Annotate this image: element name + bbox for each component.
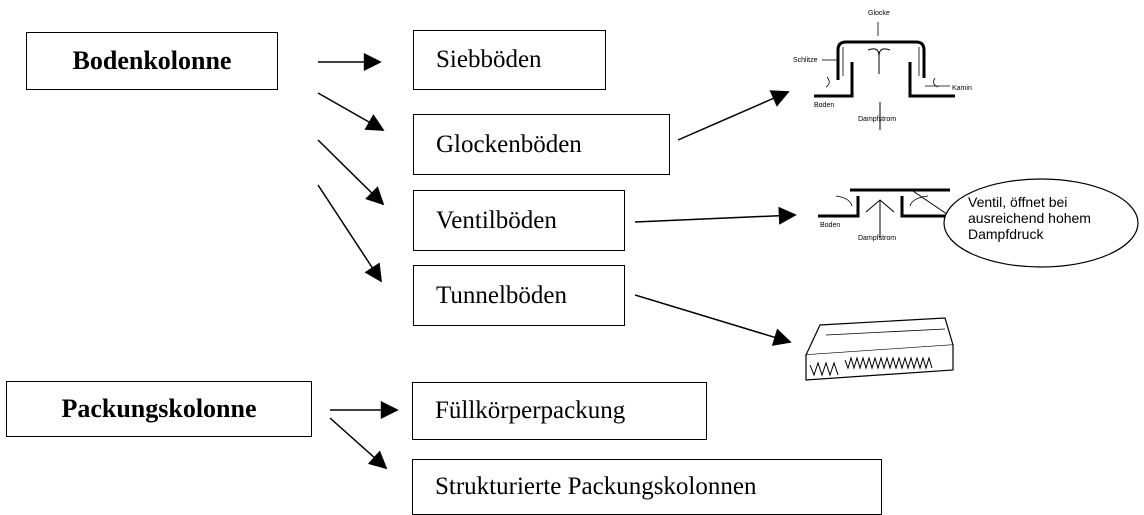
callout-text: Ventil, öffnet bei ausreichend hohem Dam… bbox=[968, 194, 1091, 242]
bodenkolonne-label: Bodenkolonne bbox=[72, 46, 232, 75]
arrow-to-tunnel-figure bbox=[634, 294, 792, 346]
kamin-label: Kamin bbox=[952, 85, 972, 92]
strukturiert-box: Strukturierte Packungskolonnen bbox=[412, 459, 882, 515]
fuellkoerper-box: Füllkörperpackung bbox=[412, 382, 707, 440]
tunnelboeden-box: Tunnelböden bbox=[413, 265, 625, 326]
callout-line-1: Ventil, öffnet bei bbox=[968, 194, 1068, 210]
boden-label-glocke: Boden bbox=[814, 102, 834, 109]
callout-line-3: Dampfdruck bbox=[968, 226, 1044, 242]
siebboeden-label: Siebböden bbox=[436, 46, 542, 73]
packungskolonne-box: Packungskolonne bbox=[6, 381, 312, 437]
valve-tray-illustration bbox=[818, 188, 952, 238]
callout-bubble bbox=[943, 178, 1139, 268]
arrow-to-tunnelboeden bbox=[317, 184, 382, 283]
glockenboeden-label: Glockenböden bbox=[436, 130, 582, 158]
strukturiert-label: Strukturierte Packungskolonnen bbox=[435, 473, 757, 500]
arrow-to-strukturiert bbox=[329, 417, 388, 470]
packungskolonne-label: Packungskolonne bbox=[61, 394, 257, 423]
boden-label-ventil: Boden bbox=[820, 222, 840, 229]
fuellkoerper-label: Füllkörperpackung bbox=[435, 397, 626, 424]
glockenboeden-box: Glockenböden bbox=[413, 114, 670, 175]
glocke-label: Glocke bbox=[868, 10, 890, 17]
siebboeden-box: Siebböden bbox=[413, 30, 606, 90]
tunnelboeden-label: Tunnelböden bbox=[436, 281, 568, 309]
tunnel-tray-illustration bbox=[805, 317, 954, 381]
arrow-to-ventilboeden bbox=[317, 139, 385, 206]
dampfstrom-label-ventil: Dampfstrom bbox=[858, 235, 896, 242]
dampfstrom-label-glocke: Dampfstrom bbox=[858, 116, 896, 123]
arrow-to-glocke-figure bbox=[677, 90, 790, 141]
arrow-to-glockenboeden bbox=[317, 92, 385, 131]
bubble-cap-illustration bbox=[814, 22, 955, 130]
ventilboeden-label: Ventilböden bbox=[436, 206, 557, 234]
schlitze-label: Schlitze bbox=[793, 57, 818, 64]
ventilboeden-box: Ventilböden bbox=[413, 190, 625, 251]
arrow-to-ventil-figure bbox=[634, 206, 797, 225]
callout-line-2: ausreichend hohem bbox=[968, 210, 1091, 226]
bodenkolonne-box: Bodenkolonne bbox=[26, 32, 278, 90]
